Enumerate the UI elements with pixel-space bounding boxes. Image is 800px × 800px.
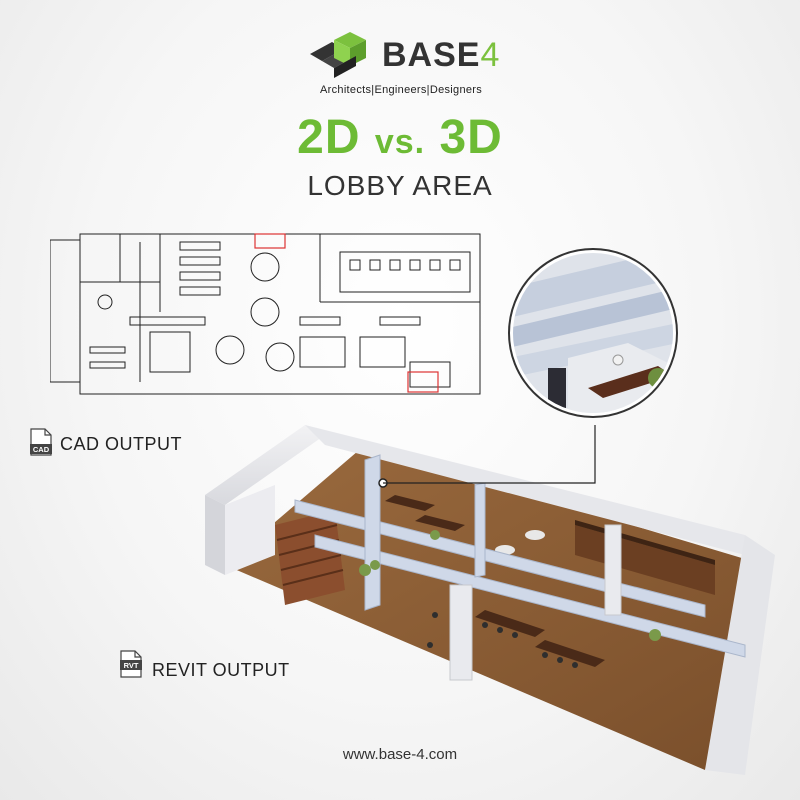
headline-3d: 3D <box>439 111 503 164</box>
cad-output-label: CAD OUTPUT <box>60 434 182 454</box>
revit-3d-model <box>205 425 775 775</box>
revit-output-label: REVIT OUTPUT <box>152 660 290 680</box>
cad-icon-text: CAD <box>33 445 50 454</box>
brand-name: BASE4 <box>382 36 500 75</box>
headline-vs: vs. <box>374 123 426 161</box>
logo-cube-icon <box>310 32 366 78</box>
headline-2d: 2D <box>297 111 361 164</box>
rvt-file-icon: RVT <box>120 650 142 678</box>
headline: 2D vs. 3D <box>0 110 800 165</box>
detail-zoom-callout <box>508 248 678 418</box>
cad-floor-plan <box>50 233 481 395</box>
rvt-icon-text: RVT <box>124 661 139 670</box>
brand-name-number: 4 <box>480 36 501 74</box>
brand-name-main: BASE <box>382 36 481 74</box>
website-url[interactable]: www.base-4.com <box>342 746 458 763</box>
cad-file-icon: CAD <box>30 428 52 456</box>
brand-logo: BASE4 Architects|Engineers|Designers <box>300 26 500 98</box>
subtitle: LOBBY AREA <box>307 170 493 201</box>
brand-tagline: Architects|Engineers|Designers <box>320 84 483 96</box>
